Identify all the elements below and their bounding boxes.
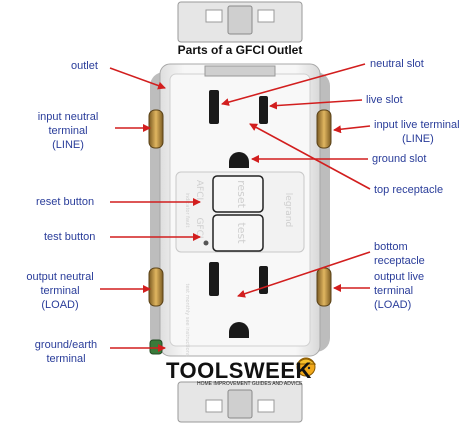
arrow-neutral-slot [221,63,366,106]
label-output-live-terminal: output live terminal (LOAD) [374,271,425,311]
arrow-top-receptacle [249,123,371,190]
label-ground-slot: ground slot [372,153,427,165]
reset-face-text: reset [235,180,248,209]
test-face-text: test [235,222,248,244]
label-input-live-terminal: input live terminal (LINE) [374,119,460,145]
ground-slot-top [229,152,249,168]
ground-slot-bottom [229,322,249,338]
gfci-face-text: GFCI [194,217,204,238]
label-output-neutral-terminal: output neutral terminal (LOAD) [26,271,94,311]
test-button[interactable] [212,214,264,252]
bottom-receptacle: test monthly see instructions [184,262,268,357]
legrand-face-text: legrand [283,193,293,227]
label-reset-button: reset button [36,196,95,208]
neutral-slot-bottom [209,262,219,296]
brand-tagline: HOME IMPROVEMENT GUIDES AND ADVICE [197,381,303,387]
button-panel: reset test AFCI GFCI indicator fault leg… [175,171,305,253]
arrow-live-slot [269,99,363,110]
label-neutral-slot: neutral slot [370,58,424,70]
diagram-title: Parts of a GFCI Outlet [177,43,303,57]
label-test-button: test button [44,231,96,243]
mounting-strap [177,1,303,423]
side-face-text: indicator fault [184,193,190,228]
top-receptacle [209,90,268,168]
label-input-neutral-terminal: input neutral terminal (LINE) [37,111,99,151]
label-bottom-receptacle: bottom receptacle [374,241,425,267]
toolsweek-logo-graphic [295,357,317,377]
arrow-input-live [333,125,371,134]
reset-button[interactable] [212,175,264,213]
label-live-slot: live slot [366,94,403,106]
label-ground-earth-terminal: ground/earth terminal [34,339,98,365]
brand-name: TOOLSWEEK [166,358,312,383]
afci-face-text: AFCI [194,180,204,200]
arrows [100,63,371,352]
live-slot-top [259,96,268,124]
arrow-outlet [109,67,166,90]
label-outlet: outlet [71,60,98,72]
neutral-slot-top [209,90,219,124]
live-slot-bottom [259,266,268,294]
indicator-light [203,240,209,246]
bottom-face-text: test monthly see instructions [184,284,190,357]
arrow-bottom-receptacle [237,251,371,298]
label-top-receptacle: top receptacle [374,184,444,196]
